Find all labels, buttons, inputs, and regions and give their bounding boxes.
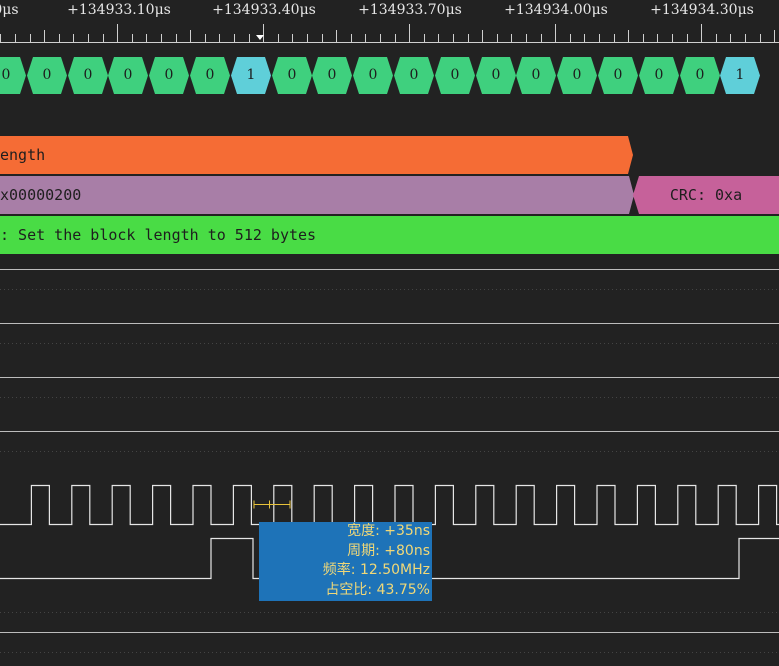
bit-row: 0 0 0 0 0 0 1 0 0 0 0 0 0 0 0 0 0 0 1 [0, 57, 779, 94]
bit-value: 0 [164, 67, 174, 83]
bit-cell: 0 [0, 57, 26, 94]
bit-value: 0 [450, 67, 460, 83]
command-label: ength [0, 146, 46, 164]
waveform-area[interactable] [0, 255, 779, 666]
time-ruler[interactable]: 0μs +134933.10μs +134933.40μs +134933.70… [0, 0, 779, 44]
bit-value: 0 [368, 67, 378, 83]
bit-value: 0 [1, 67, 11, 83]
bit-value: 1 [735, 67, 745, 83]
bit-cell: 0 [68, 57, 108, 94]
bit-cell: 0 [108, 57, 148, 94]
bit-cell: 0 [312, 57, 352, 94]
width-readout: 宽度: +35ns [347, 523, 430, 539]
ruler-ticks [0, 24, 779, 43]
period-readout: 周期: +80ns [347, 542, 430, 559]
bit-cell: 0 [639, 57, 679, 94]
bit-value: 0 [695, 67, 705, 83]
argument-label: x00000200 [0, 186, 82, 204]
description-label: : Set the block length to 512 bytes [0, 226, 317, 244]
bit-cell: 0 [394, 57, 434, 94]
time-label: +134933.10μs [67, 2, 171, 18]
time-label: +134934.30μs [650, 2, 754, 18]
bit-value: 0 [83, 67, 93, 83]
bit-cell: 1 [720, 57, 760, 94]
bit-cell: 0 [27, 57, 67, 94]
bit-cell: 0 [149, 57, 189, 94]
bit-value: 0 [613, 67, 623, 83]
bit-value: 0 [531, 67, 541, 83]
command-bar[interactable]: ength [0, 136, 633, 174]
bit-cell: 0 [516, 57, 556, 94]
bit-value: 0 [287, 67, 297, 83]
time-label: +134933.70μs [358, 2, 462, 18]
bit-value: 0 [491, 67, 501, 83]
measurement-tooltip: 宽度: +35ns 周期: +80ns 频率: 12.50MHz 占空比: 43… [259, 522, 432, 601]
bit-value: 0 [327, 67, 337, 83]
time-label: 0μs [0, 2, 19, 18]
bit-value: 0 [409, 67, 419, 83]
data-waveform [0, 537, 779, 580]
time-label: +134934.00μs [504, 2, 608, 18]
bit-cell: 0 [476, 57, 516, 94]
bit-value: 1 [246, 67, 256, 83]
bit-value: 0 [205, 67, 215, 83]
frequency-readout: 频率: 12.50MHz [322, 562, 430, 578]
bit-cell: 0 [680, 57, 720, 94]
clock-waveform [0, 484, 779, 526]
bit-cell: 0 [190, 57, 230, 94]
bit-cell: 0 [353, 57, 393, 94]
duty-readout: 占空比: 43.75% [325, 581, 430, 598]
bit-cell: 0 [272, 57, 312, 94]
bit-value: 0 [654, 67, 664, 83]
description-bar[interactable]: : Set the block length to 512 bytes [0, 216, 779, 254]
crc-label: CRC: 0xa [669, 186, 743, 204]
bit-value: 0 [42, 67, 52, 83]
crc-bar[interactable]: CRC: 0xa [633, 176, 779, 214]
time-label: +134933.40μs [212, 2, 316, 18]
argument-bar[interactable]: x00000200 [0, 176, 634, 214]
bit-cell: 0 [557, 57, 597, 94]
bit-value: 0 [572, 67, 582, 83]
bit-cell: 1 [231, 57, 271, 94]
measure-bracket [253, 500, 291, 509]
bit-cell: 0 [435, 57, 475, 94]
bit-value: 0 [123, 67, 133, 83]
cursor-marker-icon [256, 35, 264, 40]
bit-cell: 0 [598, 57, 638, 94]
